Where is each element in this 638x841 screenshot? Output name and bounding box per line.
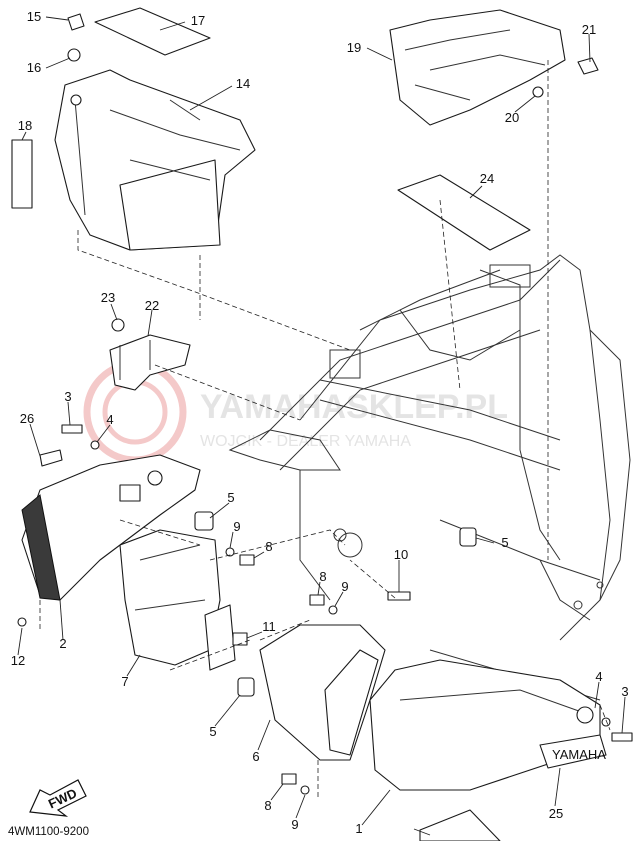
washer-9-c — [300, 785, 310, 795]
grommet-5-b — [459, 527, 477, 547]
nut-19 — [532, 86, 544, 98]
callout-4-right: 4 — [595, 669, 602, 684]
clamp-11 — [232, 632, 248, 646]
battery-box — [11, 7, 256, 251]
callout-9-c: 9 — [291, 817, 298, 832]
assembly-lines — [39, 60, 611, 800]
callout-11: 11 — [262, 619, 276, 634]
callout-19: 20 — [505, 110, 519, 125]
side-cover-left — [21, 449, 201, 601]
callout-7: 7 — [121, 674, 128, 689]
callout-20: 21 — [582, 22, 596, 37]
callout-8-c: 8 — [264, 798, 271, 813]
callout-21: 22 — [145, 298, 159, 313]
callout-5-b: 5 — [501, 535, 508, 550]
washer-9-b — [328, 605, 338, 615]
bolt-20 — [577, 57, 599, 75]
callout-23: 24 — [480, 171, 494, 186]
callout-22: 23 — [101, 290, 115, 305]
pad-23 — [397, 174, 531, 251]
callout-13: 14 — [236, 76, 250, 91]
bolt-3-left — [61, 424, 83, 434]
bolt-22 — [111, 318, 125, 332]
side-cover-1: YAMAHA — [369, 659, 607, 791]
callout-9-b: 9 — [341, 579, 348, 594]
pad-17 — [11, 139, 33, 209]
bolt-3-right — [611, 732, 633, 742]
callout-18: 19 — [347, 40, 361, 55]
callout-2: 2 — [59, 636, 66, 651]
bolt-8-a — [239, 554, 255, 566]
emblem-text: YAMAHA — [552, 747, 606, 762]
fwd-arrow: FWD — [29, 779, 87, 817]
watermark: YAMAHASKLEP.PL WOJCIK - DEALER YAMAHA — [83, 360, 508, 464]
callout-25: 26 — [20, 411, 34, 426]
grommet-5-c — [237, 677, 255, 697]
callout-17: 18 — [18, 118, 32, 133]
bolt-10 — [387, 591, 411, 601]
callout-10: 10 — [394, 547, 408, 562]
bolt-14 — [67, 13, 85, 31]
side-cover-6 — [259, 624, 386, 761]
callout-24: 25 — [549, 806, 563, 821]
bolt-8-b — [309, 594, 325, 606]
callout-8-a: 8 — [265, 539, 272, 554]
callout-4-left: 4 — [106, 412, 113, 427]
callout-15: 16 — [27, 60, 41, 75]
callout-14: 15 — [27, 9, 41, 24]
hardware — [17, 424, 633, 841]
battery-cover-16 — [94, 7, 211, 56]
washer-4-right — [601, 717, 611, 727]
drawing-code: 4WM1100-9200 — [8, 826, 89, 838]
callout-8-b: 8 — [319, 569, 326, 584]
washer-15 — [67, 48, 81, 62]
callout-5-a: 5 — [227, 490, 234, 505]
bracket-21 — [109, 318, 191, 391]
leader-lines — [17, 16, 626, 836]
washer-12 — [17, 617, 27, 627]
part-26 — [419, 809, 501, 841]
bracket-18 — [389, 9, 599, 126]
callout-6: 6 — [252, 749, 259, 764]
watermark-brand: YAMAHASKLEP.PL — [200, 388, 508, 426]
emblem-24 — [539, 734, 607, 769]
air-box-7 — [119, 529, 236, 671]
watermark-subtitle: WOJCIK - DEALER YAMAHA — [200, 433, 411, 450]
callout-5-c: 5 — [209, 724, 216, 739]
callout-12: 12 — [11, 653, 25, 668]
callout-9-a: 9 — [233, 519, 240, 534]
callouts: 15 16 17 14 18 19 21 20 24 23 22 3 4 26 … — [11, 9, 629, 836]
callout-3-right: 3 — [621, 684, 628, 699]
callout-16: 17 — [191, 13, 205, 28]
band-25 — [39, 449, 63, 467]
grommet-5-a — [194, 511, 214, 531]
callout-1: 1 — [355, 821, 362, 836]
callout-3-left: 3 — [64, 389, 71, 404]
washer-4-left — [90, 440, 100, 450]
bolt-8-c — [281, 773, 297, 785]
